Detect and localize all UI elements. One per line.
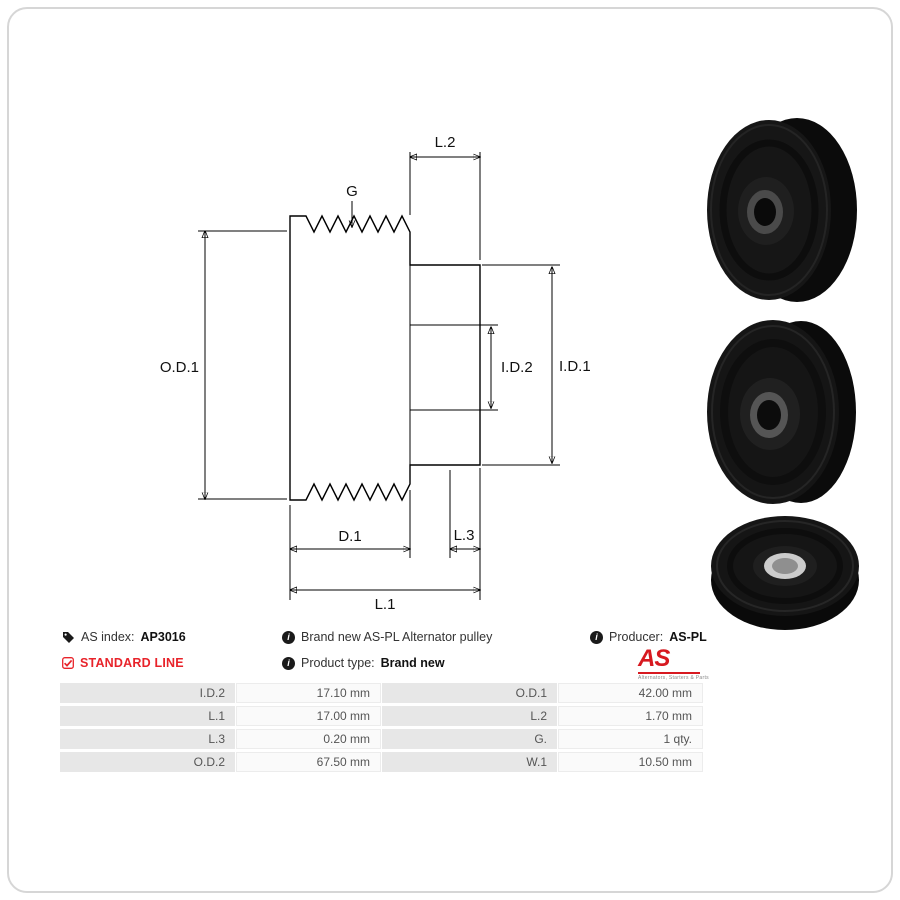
aspl-logo-text: AS [638, 645, 670, 672]
product-photo-angled-1 [707, 118, 857, 302]
brand-logo-row: AS Alternators, Starters & Parts [638, 647, 709, 681]
info-column-right: i Producer: AS-PL AS Alternators, Starte… [590, 624, 709, 681]
standard-line-label: STANDARD LINE [80, 656, 184, 670]
check-icon [62, 657, 74, 669]
info-column-middle: i Brand new AS-PL Alternator pulley i Pr… [282, 624, 492, 676]
dim-label-id2: I.D.2 [501, 359, 533, 376]
spec-value: 10.50 mm [558, 752, 703, 772]
spec-label: G. [382, 729, 557, 749]
spec-label: L.3 [60, 729, 235, 749]
spec-label: L.1 [60, 706, 235, 726]
spec-value: 42.00 mm [558, 683, 703, 703]
tag-icon [63, 631, 74, 643]
product-type-value: Brand new [380, 656, 445, 670]
dim-label-od1: O.D.1 [160, 359, 199, 376]
product-photo-angled-2 [707, 320, 856, 504]
product-photo-top [711, 516, 859, 630]
pulley-outline [289, 214, 481, 502]
aspl-logo-underline [638, 672, 700, 674]
info-column-left: AS index: AP3016 STANDARD LINE [62, 624, 186, 676]
spec-label: W.1 [382, 752, 557, 772]
aspl-logo-tagline: Alternators, Starters & Parts [638, 675, 709, 681]
standard-line-badge: STANDARD LINE [62, 650, 186, 676]
producer-label: Producer: [609, 630, 664, 644]
spec-value: 1 qty. [558, 729, 703, 749]
info-icon: i [282, 630, 295, 644]
info-icon: i [590, 630, 603, 644]
spec-label: O.D.2 [60, 752, 235, 772]
info-icon: i [282, 656, 295, 670]
product-type: i Product type: Brand new [282, 650, 492, 676]
as-index-label: AS index: [81, 630, 135, 644]
producer: i Producer: AS-PL [590, 624, 709, 650]
product-type-label: Product type: [301, 656, 375, 670]
description-text: Brand new AS-PL Alternator pulley [301, 630, 493, 644]
spec-value: 1.70 mm [558, 706, 703, 726]
product-description: i Brand new AS-PL Alternator pulley [282, 624, 492, 650]
technical-drawing: L.2 G O.D.1 I.D.2 I.D.1 D.1 L.3 L.1 [160, 134, 591, 613]
spec-value: 67.50 mm [236, 752, 381, 772]
dim-label-id1: I.D.1 [559, 358, 591, 375]
producer-value: AS-PL [669, 630, 707, 644]
spec-label: I.D.2 [60, 683, 235, 703]
as-index-value: AP3016 [140, 630, 186, 644]
spec-value: 17.10 mm [236, 683, 381, 703]
dim-label-l2: L.2 [435, 134, 456, 151]
spec-label: O.D.1 [382, 683, 557, 703]
dim-label-d1: D.1 [338, 528, 361, 545]
dim-label-l3: L.3 [454, 527, 475, 544]
spec-value: 0.20 mm [236, 729, 381, 749]
dim-label-g: G [346, 183, 358, 200]
as-index: AS index: AP3016 [62, 624, 186, 650]
specs-table: I.D.2 17.10 mm O.D.1 42.00 mm L.1 17.00 … [60, 683, 703, 772]
aspl-logo: AS Alternators, Starters & Parts [638, 647, 709, 681]
spec-label: L.2 [382, 706, 557, 726]
dim-label-l1: L.1 [375, 596, 396, 613]
spec-value: 17.00 mm [236, 706, 381, 726]
